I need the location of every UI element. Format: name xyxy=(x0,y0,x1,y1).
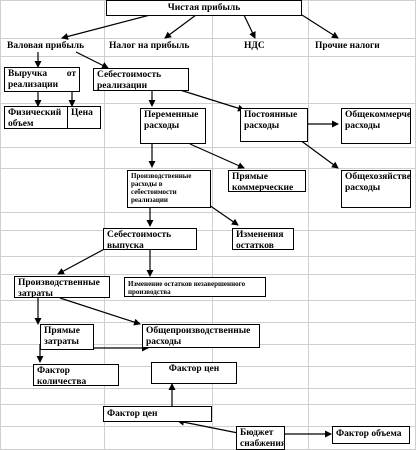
header-vat: НДС xyxy=(244,41,265,51)
supply-budget-box: Бюджет снабжения xyxy=(236,426,285,450)
factor-volume-box: Фактор объема xyxy=(332,426,410,444)
cost-of-sales-box: Себестоимость реализации xyxy=(93,68,189,91)
general-business-box: Общехозяйственные расходы xyxy=(341,170,411,208)
direct-commercial-box: Прямые коммерческие xyxy=(228,170,306,192)
general-commercial-box: Общекоммерческие расходы xyxy=(341,108,411,144)
output-cost-box: Себестоимость выпуска xyxy=(103,228,197,250)
revenue-box: Выручка от реализации xyxy=(4,67,80,92)
header-profit-tax: Налог на прибыль xyxy=(109,41,190,51)
variable-expenses-box: Переменные расходы xyxy=(140,108,206,144)
revenue-line-1: Выручка от xyxy=(8,69,76,79)
factor-price-box-1: Фактор цен xyxy=(151,362,237,384)
net-profit-box: Чистая прибыль xyxy=(106,0,302,16)
header-gross-profit: Валовая прибыль xyxy=(7,41,85,51)
header-other-taxes: Прочие налоги xyxy=(315,41,380,51)
revenue-line-2: реализации xyxy=(8,79,59,90)
factor-price-box-2: Фактор цен xyxy=(103,406,212,422)
direct-costs-box: Прямые затраты xyxy=(40,324,94,350)
production-costs-box: Производственные затраты xyxy=(14,276,110,298)
physical-volume-box: Физический объем xyxy=(4,106,68,129)
overhead-box: Общепроизводственные расходы xyxy=(142,324,260,348)
balance-changes-box: Изменения остатков xyxy=(232,228,294,250)
production-expenses-box: Производственные расходы в себестоимости… xyxy=(127,170,211,208)
fixed-expenses-box: Постоянные расходы xyxy=(240,108,308,142)
price-box: Цена xyxy=(67,106,101,129)
factor-quantity-box: Фактор количества xyxy=(33,364,119,386)
wip-change-box: Изменение остатков незавершенного произв… xyxy=(124,277,266,297)
